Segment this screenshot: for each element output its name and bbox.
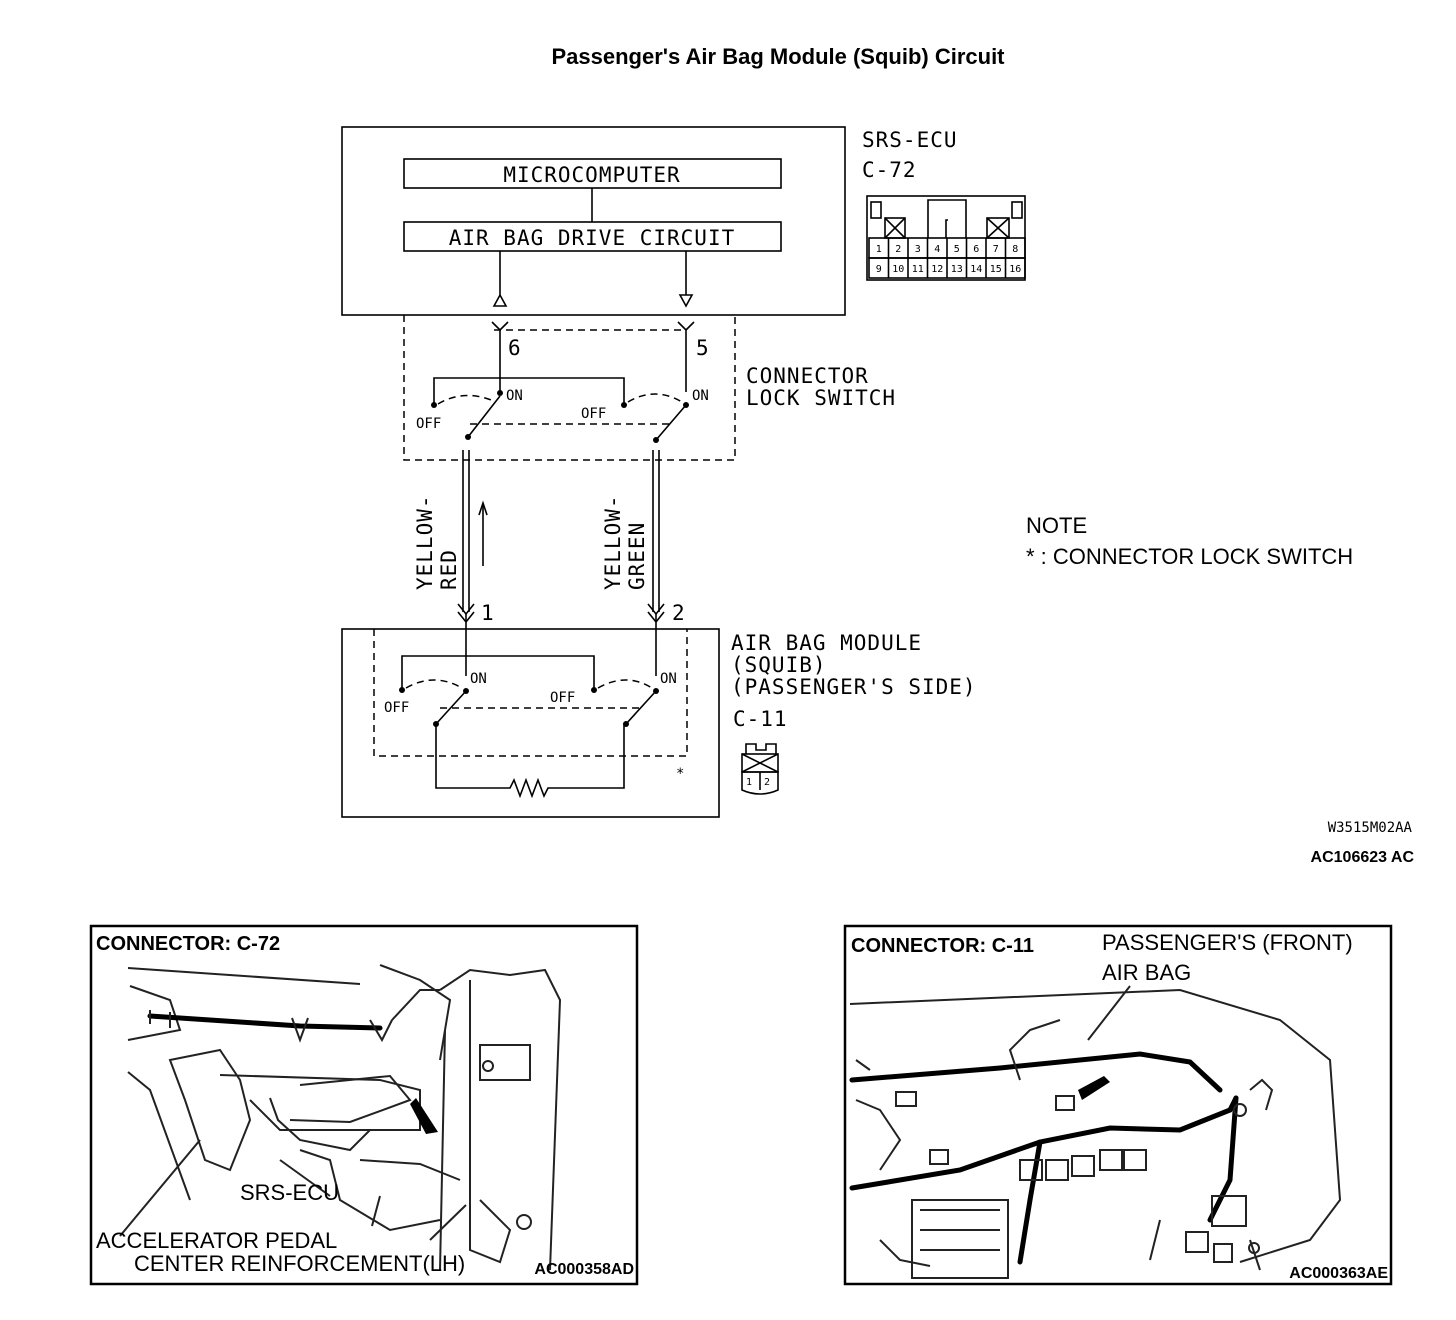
module-label-1: AIR BAG MODULE	[731, 631, 922, 655]
wire-left-color-1: YELLOW-	[413, 494, 437, 590]
c72-pin-5: 5	[954, 244, 960, 255]
c72-location-illustration	[119, 964, 562, 1271]
c72-pin-9: 9	[876, 264, 882, 275]
wire-left-color-2: RED	[437, 549, 461, 590]
lock-switch-right-off: OFF	[581, 406, 606, 422]
c11-pointer-arrow	[1078, 1076, 1110, 1100]
lock-switch-label-1: CONNECTOR	[746, 364, 869, 388]
wire-right-color-1: YELLOW-	[601, 494, 625, 590]
ecu-connector-id: C-72	[862, 158, 917, 182]
output-triangle-down	[678, 294, 694, 308]
page-title: Passenger's Air Bag Module (Squib) Circu…	[551, 44, 1005, 69]
c72-pin-2: 2	[895, 244, 901, 255]
lock-switch-right-on: ON	[692, 388, 709, 404]
c72-pin-3: 3	[915, 244, 921, 255]
module-pin-2: 2	[672, 601, 686, 625]
module-asterisk: *	[676, 766, 684, 782]
module-connector-id: C-11	[733, 707, 788, 731]
module-pin-1: 1	[481, 601, 495, 625]
ecu-outline	[341, 126, 846, 316]
c72-pin-7: 7	[993, 244, 999, 255]
wire-right-color-2: GREEN	[625, 522, 649, 590]
c72-pin-12: 12	[931, 264, 943, 275]
srs-ecu-block: MICROCOMPUTER AIR BAG DRIVE CIRCUIT	[341, 126, 846, 316]
squib-resistor	[435, 724, 625, 799]
c11-location-illustration	[849, 985, 1342, 1279]
panel-c72-label-reinforcement: CENTER REINFORCEMENT(LH)	[134, 1251, 465, 1276]
airbag-module-block: ON OFF ON OFF *	[341, 628, 720, 818]
c72-pin-4: 4	[934, 244, 940, 255]
module-outline	[341, 628, 720, 818]
panel-c11: CONNECTOR: C-11 PASSENGER'S (FRONT) AIR …	[843, 924, 1393, 1286]
panel-c11-title: CONNECTOR: C-11	[851, 935, 1034, 957]
panel-c72-label-pedal: ACCELERATOR PEDAL	[96, 1228, 337, 1253]
wire-yellow-green	[647, 450, 665, 676]
microcomputer-label: MICROCOMPUTER	[503, 163, 680, 187]
note-text: * : CONNECTOR LOCK SWITCH	[1026, 544, 1353, 569]
panel-c11-label-1: PASSENGER'S (FRONT)	[1102, 930, 1353, 955]
panel-c11-label-2: AIR BAG	[1102, 960, 1191, 985]
module-left-off: OFF	[384, 700, 409, 716]
connector-lock-switch: 6 5 ON OFF ON OFF	[403, 315, 736, 461]
c72-pin-10: 10	[892, 264, 904, 275]
c11-pin-1: 1	[746, 777, 752, 788]
figure-code: AC106623 AC	[1311, 849, 1415, 866]
lock-switch-pin-6: 6	[508, 336, 522, 360]
wire-yellow-red	[457, 450, 475, 676]
note-heading: NOTE	[1026, 513, 1087, 538]
c11-connector-sketch	[1055, 1095, 1075, 1111]
c11-pin-2: 2	[764, 777, 770, 788]
c72-pin-16: 16	[1009, 264, 1021, 275]
output-triangle-up	[492, 293, 508, 307]
c72-pin-15: 15	[990, 264, 1002, 275]
module-right-off: OFF	[550, 690, 575, 706]
drive-circuit-box	[403, 221, 782, 252]
c72-pointer-arrow	[410, 1098, 438, 1134]
module-label-3: (PASSENGER'S SIDE)	[731, 675, 977, 699]
panel-c72-label-ecu: SRS-ECU	[240, 1180, 339, 1205]
module-label-2: (SQUIB)	[731, 653, 827, 677]
diagram-code: W3515M02AA	[1328, 820, 1413, 836]
c72-pin-8: 8	[1012, 244, 1018, 255]
panel-c11-code: AC000363AE	[1289, 1265, 1388, 1282]
c11-connector-face: 1 2	[741, 743, 779, 795]
lock-switch-left-off: OFF	[416, 416, 441, 432]
panel-c72-title: CONNECTOR: C-72	[96, 933, 280, 955]
lock-switch-label-2: LOCK SWITCH	[746, 386, 896, 410]
c72-pin-6: 6	[973, 244, 979, 255]
lock-switch-pin-5: 5	[696, 336, 710, 360]
c72-pin-1: 1	[876, 244, 882, 255]
c72-pin-14: 14	[970, 264, 982, 275]
module-right-on: ON	[660, 671, 677, 687]
panel-c72: CONNECTOR: C-72	[89, 924, 639, 1286]
c72-pin-13: 13	[951, 264, 963, 275]
ecu-name: SRS-ECU	[862, 128, 958, 152]
lock-switch-left-on: ON	[506, 388, 523, 404]
panel-c72-code: AC000358AD	[534, 1261, 634, 1278]
drive-circuit-label: AIR BAG DRIVE CIRCUIT	[449, 226, 736, 250]
c72-pin-11: 11	[912, 264, 924, 275]
module-left-on: ON	[470, 671, 487, 687]
